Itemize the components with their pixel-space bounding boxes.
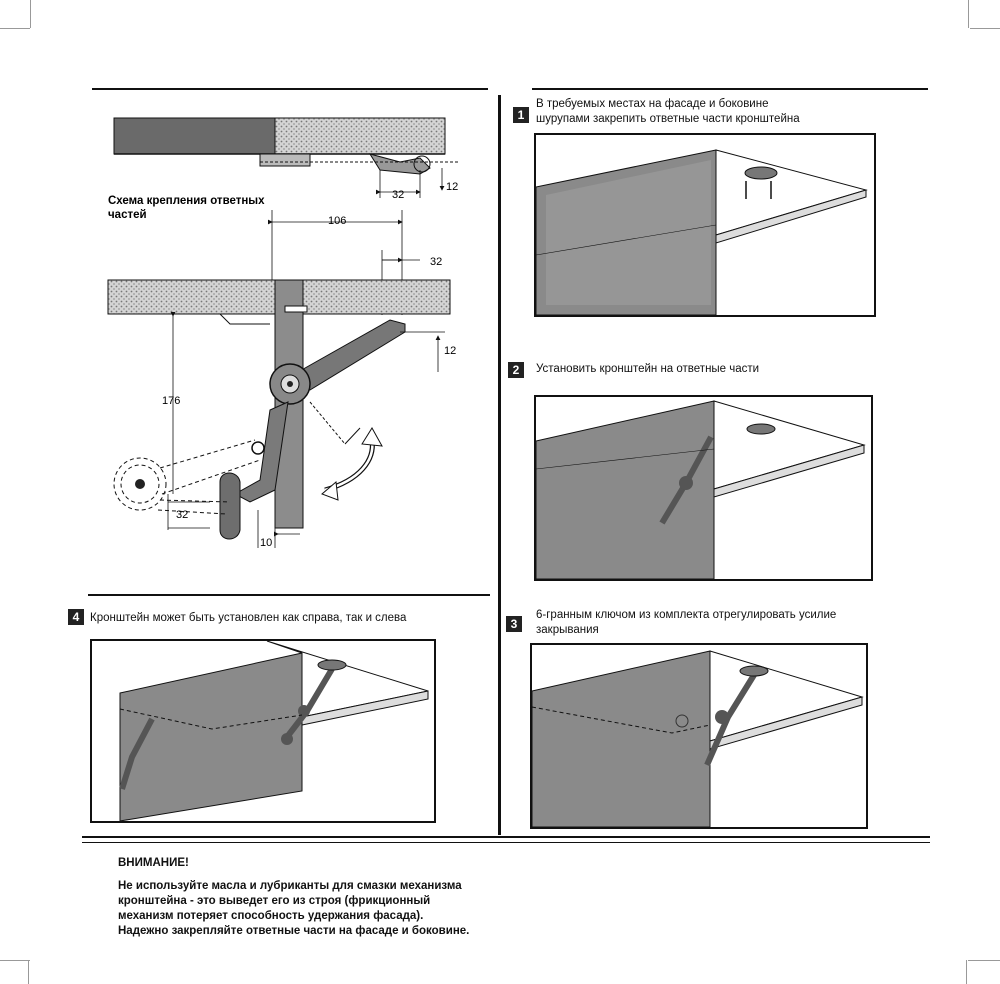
left-mid-rule	[88, 594, 490, 596]
mounting-scheme: 32 12 Схема крепления ответных частей 10…	[100, 110, 490, 550]
step-1-illustration	[534, 133, 876, 317]
dim-bottom-32: 32	[176, 509, 188, 521]
warning-line-3: механизм потеряет способность удержания …	[118, 910, 424, 922]
crop-mark	[0, 28, 30, 29]
step-2-number: 2	[508, 362, 524, 378]
warning-line-2: кронштейна - это выведет его из строя (ф…	[118, 895, 431, 907]
scheme-drawing: 32 12 Схема крепления ответных частей 10…	[107, 117, 460, 549]
top-board-hatched	[274, 117, 446, 155]
step-3-illustration	[530, 643, 868, 829]
bottom-rule	[82, 836, 930, 838]
crop-mark	[968, 960, 1000, 961]
step-3-number: 3	[506, 616, 522, 632]
dim-top-32: 32	[392, 189, 404, 201]
bracket-arm	[297, 319, 406, 391]
dim-176: 176	[162, 395, 180, 407]
crop-mark	[28, 960, 29, 984]
scheme-title-line1: Схема крепления ответных	[108, 195, 265, 207]
step-2-illustration	[534, 395, 873, 581]
step-1-text-line1: В требуемых местах на фасаде и боковине	[536, 98, 769, 110]
crop-mark	[30, 0, 31, 28]
warning-line-1: Не используйте масла и лубриканты для см…	[118, 880, 462, 892]
bottom-rule-thin	[82, 842, 930, 843]
step-3-text-line1: 6-гранным ключом из комплекта отрегулиро…	[536, 609, 837, 621]
dim-32: 32	[430, 256, 442, 268]
step-4-number: 4	[68, 609, 84, 625]
dim-10: 10	[260, 537, 272, 549]
crop-mark	[0, 960, 30, 961]
step-1-number: 1	[513, 107, 529, 123]
top-rule-right	[532, 88, 928, 90]
step-4-text-line1: Кронштейн может быть установлен как спра…	[90, 612, 407, 624]
step-2-text-line1: Установить кронштейн на ответные части	[536, 363, 760, 375]
top-board-dark	[113, 117, 280, 155]
dim-12: 12	[444, 345, 456, 357]
scheme-title-line2: частей	[108, 209, 147, 221]
warning-title: ВНИМАНИЕ!	[118, 857, 189, 869]
crop-mark	[970, 28, 1000, 29]
crop-mark	[966, 960, 967, 984]
top-rule-left	[92, 88, 488, 90]
dim-top-12: 12	[446, 181, 458, 193]
warning-line-4: Надежно закрепляйте ответные части на фа…	[118, 925, 470, 937]
crop-mark	[968, 0, 969, 28]
center-divider	[498, 95, 501, 835]
step-1-text-line2: шурупами закрепить ответные части кроншт…	[536, 113, 800, 125]
step-3-text-line2: закрывания	[536, 624, 599, 636]
dim-106: 106	[328, 215, 346, 227]
step-4-illustration	[90, 639, 436, 823]
